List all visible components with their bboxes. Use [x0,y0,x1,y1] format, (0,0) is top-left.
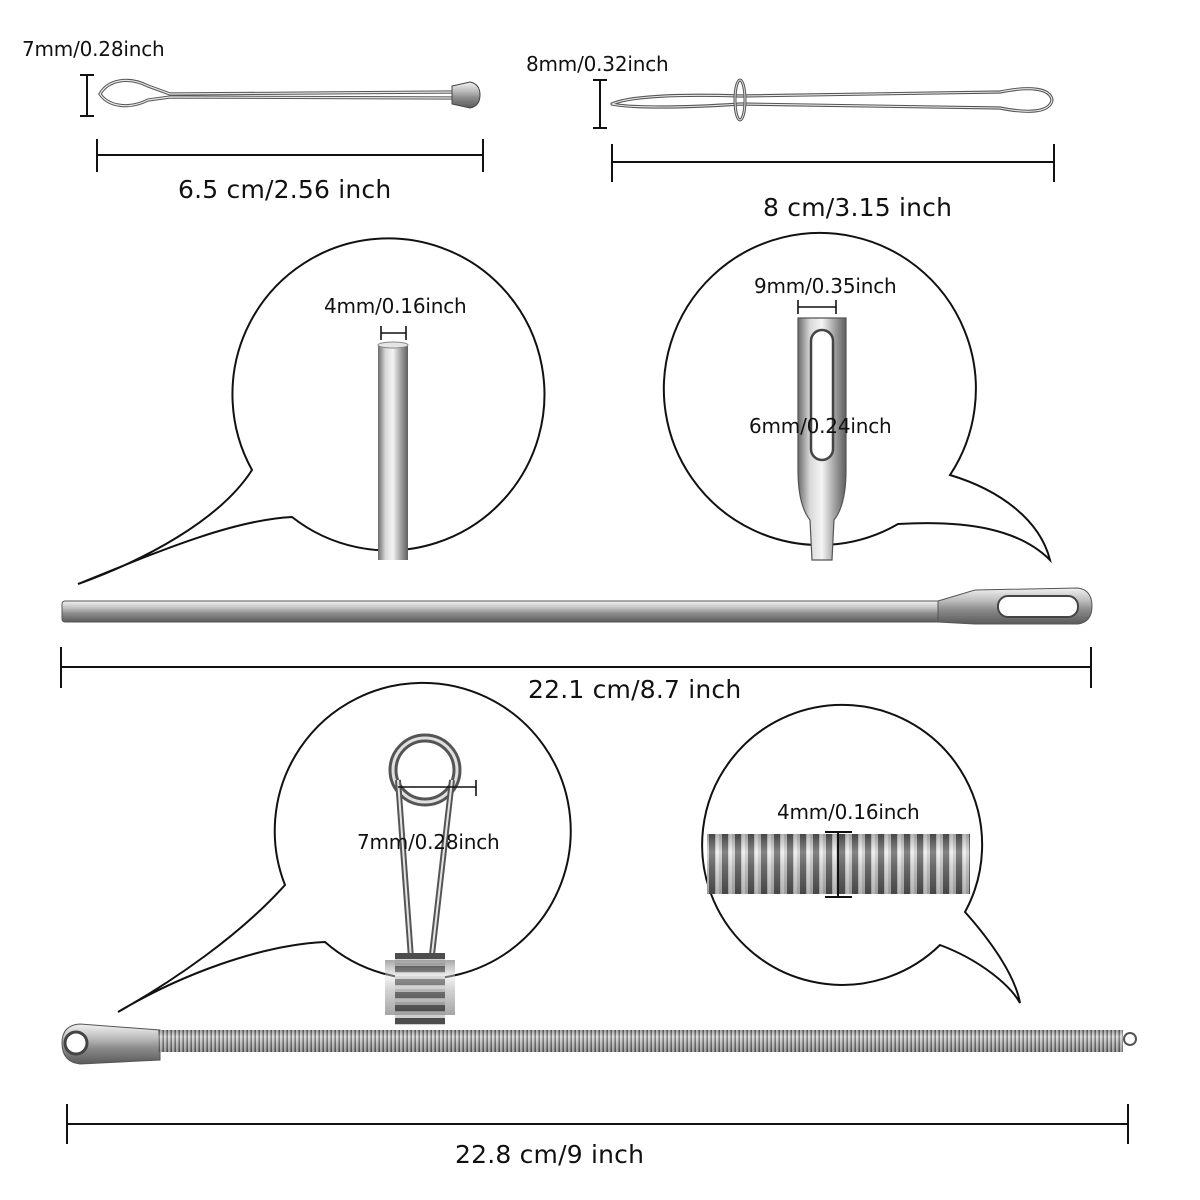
rod-diameter-dimension [380,326,407,340]
loop-detail-label: 7mm/0.28inch [357,830,500,854]
spring-closeup-callout [701,703,1021,1004]
small-threader-height-dimension [80,74,94,117]
eye-width-dimension [797,300,837,314]
medium-threader-height-label: 8mm/0.32inch [526,52,669,76]
medium-threader [593,78,1055,182]
small-threader-cap [451,81,481,109]
medium-threader-length-label: 8 cm/3.15 inch [763,193,953,222]
small-threader-wire [98,78,458,108]
long-needle-length-dimension [60,647,1092,688]
medium-threader-height-dimension [593,79,607,129]
spring-diameter-dimension [825,831,852,898]
long-needle-eye [997,595,1079,618]
eye-height-label: 6mm/0.24inch [749,414,892,438]
medium-threader-wire [610,87,1054,113]
loop-diameter-dimension [398,780,477,796]
loop-callout-bubble [117,681,572,1013]
eye-width-label: 9mm/0.35inch [754,274,897,298]
long-needle [60,587,1093,688]
spring-threader-eye [63,1030,89,1056]
spring-threader-length-dimension [66,1104,1129,1144]
small-threader-length-dimension [96,139,484,172]
rod-callout-bubble [77,237,546,585]
rod-closeup-callout [77,237,546,585]
rod-detail-label: 4mm/0.16inch [324,294,467,318]
spring-loop-closeup [385,733,462,1025]
eye-closeup-callout [662,232,1052,564]
loop-closeup-callout [117,681,572,1025]
spring-threader-length-label: 22.8 cm/9 inch [455,1140,645,1169]
small-threader-length-label: 6.5 cm/2.56 inch [178,175,392,204]
needle-eye-closeup [797,317,847,561]
small-threader-height-label: 7mm/0.28inch [22,37,165,61]
small-threader [80,74,484,172]
long-needle-length-label: 22.1 cm/8.7 inch [528,675,742,704]
eye-callout-bubble [662,232,1052,564]
rod-closeup [378,345,408,560]
spring-threader [61,1023,1137,1144]
medium-threader-ring [733,78,747,122]
spring-detail-label: 4mm/0.16inch [777,800,920,824]
medium-threader-length-dimension [611,144,1055,182]
